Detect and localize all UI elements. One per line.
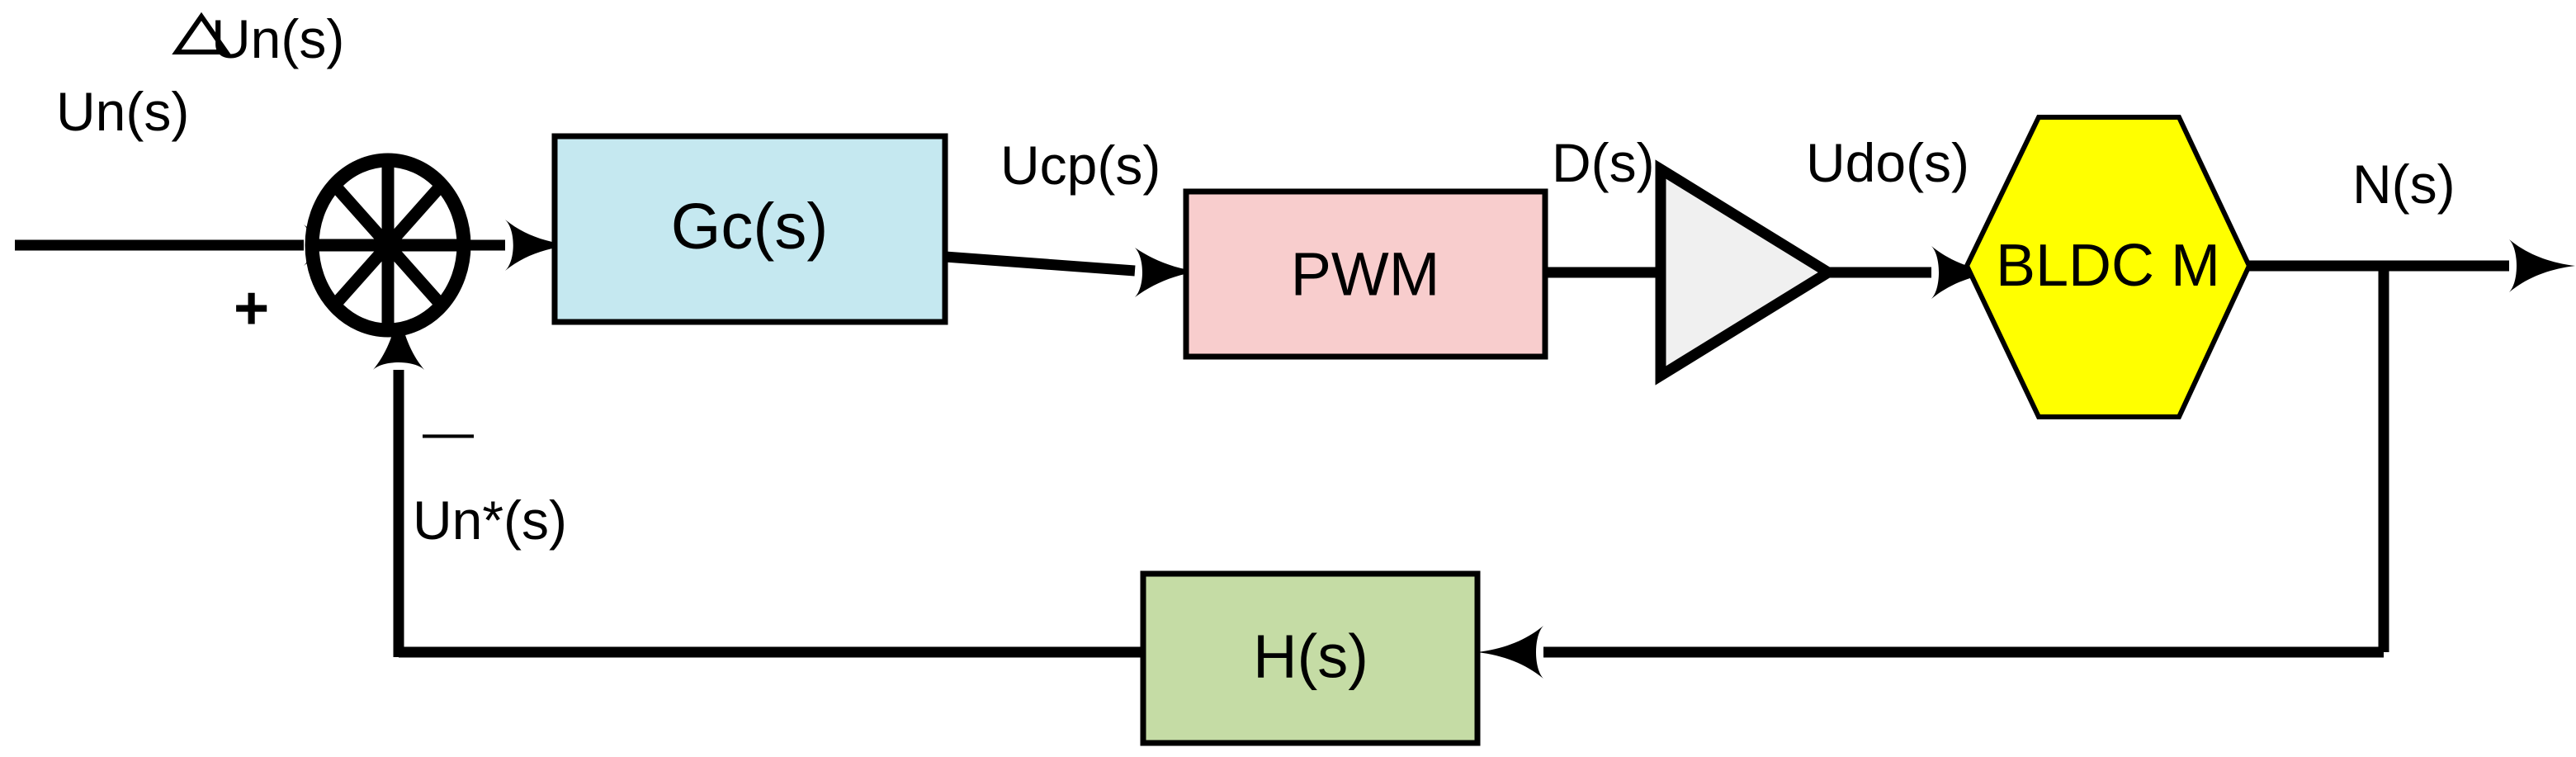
sign-positive: + bbox=[234, 274, 269, 343]
block-controller-label: Gc(s) bbox=[671, 190, 829, 263]
signal-label-error: Un(s) bbox=[211, 8, 344, 69]
block-feedback[interactable]: H(s) bbox=[1140, 570, 1481, 746]
amplifier-triangle-icon bbox=[1655, 159, 1839, 386]
block-pwm-label: PWM bbox=[1291, 240, 1440, 309]
block-motor-label: BLDC M bbox=[1996, 233, 2220, 299]
signal-label-feedback: Un*(s) bbox=[413, 490, 567, 551]
summing-junction[interactable] bbox=[305, 153, 471, 338]
sign-negative: — bbox=[423, 404, 474, 461]
block-controller[interactable]: Gc(s) bbox=[551, 133, 948, 325]
signal-label-amplifier-out: Udo(s) bbox=[1806, 132, 1969, 193]
block-motor[interactable]: BLDC M bbox=[1964, 115, 2252, 419]
block-pwm[interactable]: PWM bbox=[1183, 188, 1548, 360]
block-amplifier[interactable] bbox=[1655, 159, 1839, 386]
wire-output bbox=[2247, 239, 2575, 652]
wire-controller-out bbox=[944, 248, 1198, 297]
block-feedback-label: H(s) bbox=[1253, 622, 1368, 691]
signal-label-output: N(s) bbox=[2352, 154, 2455, 215]
signal-label-controller-out: Ucp(s) bbox=[1000, 135, 1160, 196]
signal-label-pwm-out: D(s) bbox=[1552, 132, 1655, 193]
wire-amplifier-out bbox=[1828, 246, 1997, 299]
wire-feedback-in bbox=[1477, 626, 2384, 679]
delta-triangle-icon bbox=[172, 12, 231, 54]
signal-label-input: Un(s) bbox=[56, 81, 189, 142]
wire-feedback-out bbox=[373, 305, 1143, 658]
